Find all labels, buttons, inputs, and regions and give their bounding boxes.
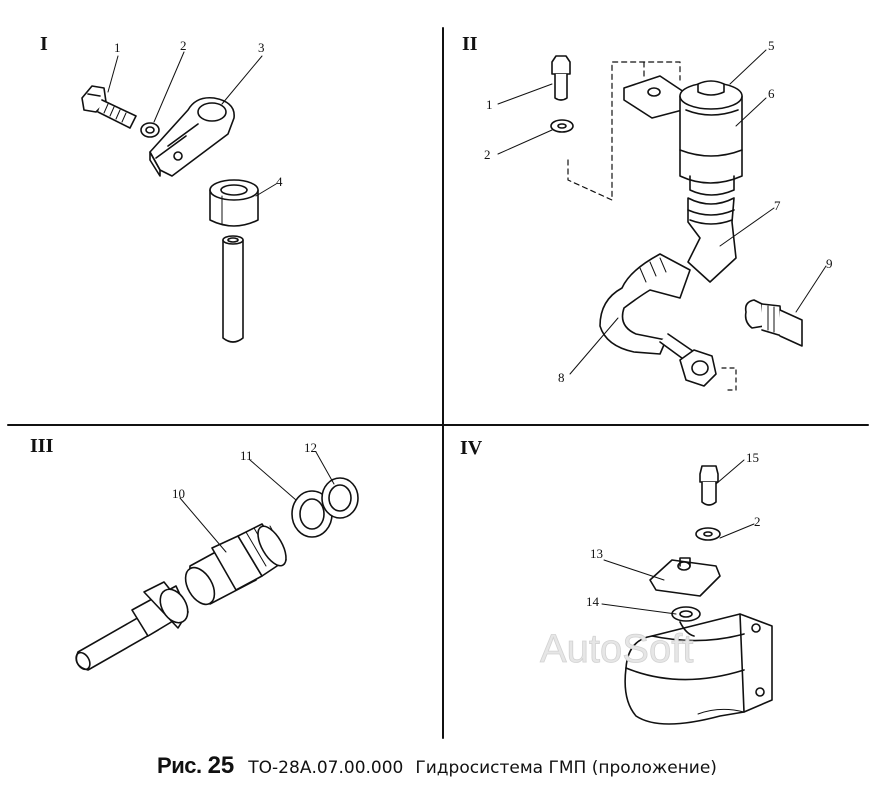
q2-nut xyxy=(679,349,737,391)
q2-fitting xyxy=(744,299,803,347)
q4-plate xyxy=(649,557,721,597)
callout-q2-6: 6 xyxy=(768,86,775,101)
q2-hose-pipe xyxy=(599,253,701,365)
caption-code: ТО-28А.07.00.000 xyxy=(248,758,404,778)
q4-gasket xyxy=(671,606,701,622)
q4-bolt xyxy=(699,465,719,506)
q1-clamp xyxy=(149,96,235,177)
callout-q3-10: 10 xyxy=(172,486,185,501)
callout-q4-13: 13 xyxy=(590,546,603,561)
figure-caption: Рис.25 ТО-28А.07.00.000 Гидросистема ГМП (… xyxy=(0,752,874,792)
quadrant-label-ii: II xyxy=(462,33,478,55)
callout-q1-1: 1 xyxy=(114,40,121,55)
q3-threaded-fitting xyxy=(184,523,287,606)
q1-leaders xyxy=(107,51,277,197)
callout-q1-2: 2 xyxy=(180,38,187,53)
callout-q2-7: 7 xyxy=(774,198,781,213)
q1-sleeve xyxy=(209,179,259,227)
q2-mount-lines xyxy=(567,61,681,201)
quadrant-label-iv: IV xyxy=(460,437,483,459)
q1-washer xyxy=(140,122,160,138)
caption-title: Гидросистема ГМП (проложение) xyxy=(415,758,717,778)
q3-ring-12 xyxy=(321,477,359,519)
q2-bolt xyxy=(551,55,571,101)
callout-q2-2: 2 xyxy=(484,147,491,162)
q3-leaders xyxy=(179,451,335,553)
q2-washer xyxy=(550,119,574,133)
q2-elbow-hose xyxy=(687,197,737,283)
callout-q2-1: 1 xyxy=(486,97,493,112)
quadrant-label-i: I xyxy=(40,33,48,55)
callout-q3-11: 11 xyxy=(240,448,253,463)
q4-leaders xyxy=(601,459,755,615)
q4-washer xyxy=(695,527,721,541)
watermark-text: AutoSoft xyxy=(540,627,693,671)
callout-q1-3: 3 xyxy=(258,40,265,55)
callout-q4-2: 2 xyxy=(754,514,761,529)
callout-q2-8: 8 xyxy=(558,370,565,385)
callout-q2-9: 9 xyxy=(826,256,833,271)
quadrant-label-iii: III xyxy=(30,435,54,457)
q2-leaders xyxy=(497,49,827,375)
q1-bolt xyxy=(81,85,137,129)
q3-pipe-union xyxy=(75,581,189,671)
caption-figure-word: Рис. xyxy=(157,753,202,778)
callout-q4-14: 14 xyxy=(586,594,600,609)
caption-figure-number: 25 xyxy=(207,752,235,779)
callout-q2-5: 5 xyxy=(768,38,775,53)
q1-pipe xyxy=(222,235,244,343)
q2-filter xyxy=(679,80,743,196)
callout-q3-12: 12 xyxy=(304,440,317,455)
technical-drawing: AutoSoft I II III IV 1 2 3 4 1 2 5 6 7 8… xyxy=(7,27,869,739)
callout-q1-4: 4 xyxy=(276,174,283,189)
callout-q4-15: 15 xyxy=(746,450,759,465)
q4-housing xyxy=(624,613,773,725)
